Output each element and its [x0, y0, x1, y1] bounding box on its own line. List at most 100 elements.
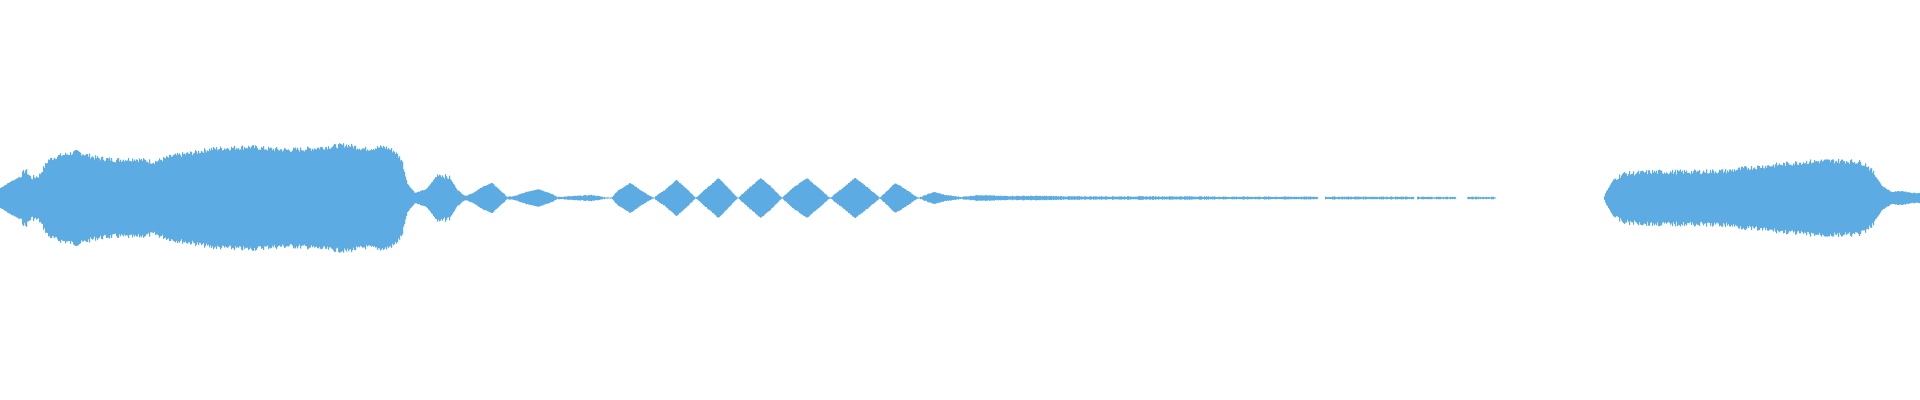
waveform-sample: [1774, 167, 1776, 229]
waveform-sample: [1191, 196, 1193, 200]
waveform-sample: [644, 192, 646, 204]
waveform-sample: [918, 197, 920, 199]
waveform-sample: [1022, 195, 1024, 201]
waveform-sample: [1424, 196, 1426, 200]
waveform-sample: [1375, 196, 1377, 200]
waveform-sample: [252, 145, 254, 251]
waveform-sample: [931, 193, 933, 203]
waveform-sample: [1207, 196, 1209, 200]
waveform-sample: [1789, 164, 1791, 232]
waveform-sample: [407, 183, 409, 213]
waveform-sample: [607, 197, 609, 199]
waveform-sample: [456, 188, 458, 208]
waveform-sample: [993, 195, 995, 201]
waveform-sample: [1769, 166, 1771, 230]
waveform-sample: [390, 149, 392, 247]
waveform-sample: [84, 155, 86, 241]
waveform-sample: [1148, 196, 1150, 200]
waveform-sample: [12, 180, 14, 216]
waveform-sample: [1258, 196, 1260, 200]
waveform-sample: [955, 196, 957, 200]
waveform-sample: [1081, 196, 1083, 200]
waveform-sample: [115, 162, 117, 234]
waveform-sample: [1095, 196, 1097, 200]
waveform-sample: [1168, 196, 1170, 200]
waveform-sample: [1762, 165, 1764, 231]
waveform-sample: [64, 154, 66, 242]
waveform-sample: [199, 153, 201, 243]
waveform-sample: [100, 160, 102, 236]
waveform-sample: [1791, 165, 1793, 231]
waveform-sample: [183, 154, 185, 242]
waveform-sample: [191, 152, 193, 244]
waveform-sample: [186, 152, 188, 244]
waveform-sample: [839, 190, 841, 206]
waveform-sample: [1426, 196, 1428, 200]
waveform-sample: [934, 191, 936, 205]
waveform-sample: [189, 153, 191, 243]
waveform-sample: [355, 145, 357, 251]
waveform-sample: [1286, 196, 1288, 200]
waveform-sample: [423, 190, 425, 206]
waveform-sample: [365, 146, 367, 250]
waveform-sample: [912, 194, 914, 202]
waveform-sample: [1691, 170, 1693, 226]
waveform-sample: [45, 163, 47, 233]
waveform-sample: [409, 186, 411, 210]
waveform-sample: [675, 180, 677, 216]
waveform-sample: [1448, 197, 1450, 199]
waveform-sample: [96, 158, 98, 238]
waveform-sample: [880, 197, 882, 199]
waveform-sample: [972, 196, 974, 200]
waveform-sample: [832, 196, 834, 200]
waveform-sample: [892, 185, 894, 211]
waveform-sample: [4, 185, 6, 211]
waveform-sample: [307, 146, 309, 250]
waveform-sample: [711, 184, 713, 212]
waveform-sample: [1203, 196, 1205, 200]
waveform-sample: [814, 184, 816, 212]
waveform-sample: [1633, 171, 1635, 225]
waveform-sample: [309, 148, 311, 248]
waveform-sample: [1344, 196, 1346, 200]
waveform-sample: [312, 148, 314, 248]
waveform-sample: [545, 191, 547, 205]
waveform-sample: [646, 194, 648, 202]
waveform-sample: [1313, 196, 1315, 200]
waveform-sample: [847, 184, 849, 212]
waveform-sample: [894, 183, 896, 213]
waveform-sample: [1886, 188, 1888, 208]
waveform-sample: [1428, 196, 1430, 200]
waveform-sample: [939, 193, 941, 203]
waveform-sample: [946, 194, 948, 202]
waveform-sample: [1710, 170, 1712, 226]
waveform-sample: [611, 197, 613, 199]
waveform-sample: [1670, 171, 1672, 225]
waveform-sample: [1386, 196, 1388, 200]
waveform-sample: [413, 190, 415, 206]
waveform-sample: [1299, 196, 1301, 200]
waveform-sample: [842, 188, 844, 208]
waveform-sample: [324, 149, 326, 247]
waveform-sample: [104, 161, 106, 235]
waveform-sample: [693, 195, 695, 201]
waveform-sample: [884, 193, 886, 203]
waveform-sample: [1374, 196, 1376, 200]
waveform-sample: [565, 196, 567, 200]
waveform-sample: [1259, 196, 1261, 200]
waveform-sample: [1895, 191, 1897, 205]
waveform-sample: [1477, 197, 1479, 199]
waveform-sample: [1775, 164, 1777, 232]
waveform-sample: [139, 158, 141, 238]
waveform-sample: [524, 193, 526, 203]
waveform-sample: [316, 149, 318, 247]
waveform-sample: [629, 183, 631, 213]
waveform-sample: [1872, 172, 1874, 224]
waveform-sample: [1874, 175, 1876, 221]
waveform-sample: [1289, 196, 1291, 200]
waveform-sample: [994, 195, 996, 201]
waveform-sample: [484, 185, 486, 211]
waveform-sample: [356, 149, 358, 247]
waveform-sample: [491, 182, 493, 214]
waveform-sample: [152, 163, 154, 233]
